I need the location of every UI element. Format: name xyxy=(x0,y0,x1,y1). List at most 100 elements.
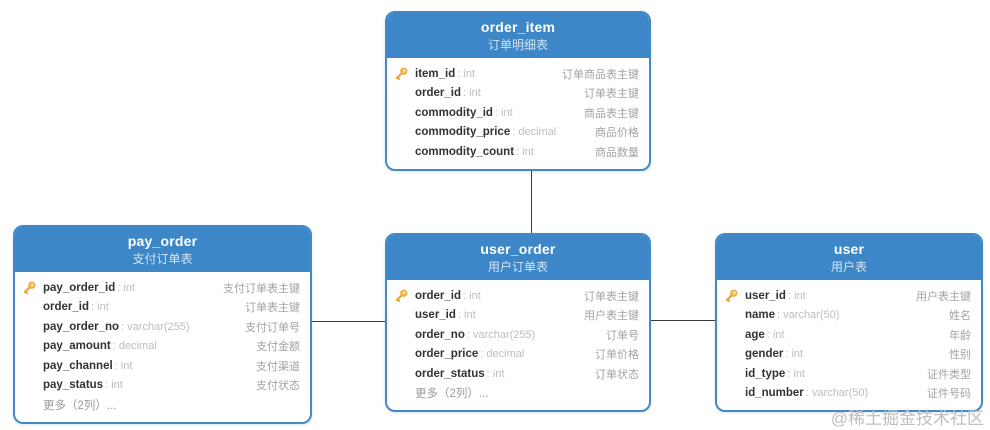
field-row-order_price[interactable]: order_price: decimal 订单价格 xyxy=(387,345,649,365)
field-comment: 商品表主键 xyxy=(584,107,639,120)
field-type: : varchar(50) xyxy=(777,309,840,322)
field-type: : int xyxy=(463,87,481,100)
field-row-pay_order_id[interactable]: pay_order_id: int 支付订单表主键 xyxy=(15,278,310,298)
field-comment: 支付渠道 xyxy=(256,360,300,373)
field-type: : int xyxy=(494,106,513,119)
field-type: : int xyxy=(516,145,534,158)
field-row-commodity_id[interactable]: commodity_id: int 商品表主键 xyxy=(387,103,649,123)
relationship-line-orderitem-userorder[interactable] xyxy=(531,163,532,235)
field-row-order_id[interactable]: order_id: int 订单表主键 xyxy=(15,298,310,318)
field-comment: 证件号码 xyxy=(927,388,971,401)
field-type: : int xyxy=(117,281,135,294)
field-type: : decimal xyxy=(480,348,525,361)
field-comment: 支付状态 xyxy=(256,380,300,393)
field-row-pay_status[interactable]: pay_status: int 支付状态 xyxy=(15,376,310,396)
field-comment: 性别 xyxy=(949,349,971,362)
field-comment: 证件类型 xyxy=(927,368,971,381)
more-columns-row[interactable]: 更多（2列）... xyxy=(387,384,649,404)
field-type: : int xyxy=(114,359,133,372)
field-row-pay_order_no[interactable]: pay_order_no: varchar(255) 支付订单号 xyxy=(15,317,310,337)
field-name: 更多（2列）... xyxy=(43,399,117,412)
field-name: gender xyxy=(745,348,784,361)
field-comment: 姓名 xyxy=(949,310,971,323)
table-header[interactable]: user_order 用户订单表 xyxy=(387,235,649,280)
field-name: item_id xyxy=(415,67,456,80)
field-name: order_id xyxy=(43,301,90,314)
field-comment: 用户表主键 xyxy=(916,290,971,303)
field-row-item_id[interactable]: item_id: int 订单商品表主键 xyxy=(387,64,649,84)
field-type: : int xyxy=(105,379,123,392)
field-row-pay_channel[interactable]: pay_channel: int 支付渠道 xyxy=(15,356,310,376)
field-comment: 订单号 xyxy=(606,329,639,342)
field-row-name[interactable]: name: varchar(50) 姓名 xyxy=(717,306,981,326)
field-comment: 支付订单表主键 xyxy=(223,282,300,295)
field-name: pay_order_id xyxy=(43,281,116,294)
field-type: : int xyxy=(785,348,804,361)
field-comment: 订单价格 xyxy=(595,349,639,362)
field-name: id_number xyxy=(745,387,804,400)
field-type: : varchar(50) xyxy=(805,387,869,400)
field-comment: 订单表主键 xyxy=(245,302,300,315)
field-type: : varchar(255) xyxy=(121,320,190,333)
table-header[interactable]: user 用户表 xyxy=(717,235,981,280)
table-title: user xyxy=(833,241,865,257)
field-name: pay_order_no xyxy=(43,320,120,333)
field-name: commodity_id xyxy=(415,106,493,119)
field-comment: 商品价格 xyxy=(595,127,639,140)
field-row-gender[interactable]: gender: int 性别 xyxy=(717,345,981,365)
table-subtitle: 支付订单表 xyxy=(132,252,193,266)
field-name: 更多（2列）... xyxy=(415,388,489,401)
table-title: pay_order xyxy=(127,233,198,249)
field-name: name xyxy=(745,309,776,322)
field-comment: 年龄 xyxy=(949,329,971,342)
field-name: commodity_price xyxy=(415,126,511,139)
field-name: user_id xyxy=(745,289,786,302)
field-name: pay_channel xyxy=(43,359,113,372)
field-row-order_no[interactable]: order_no: varchar(255)订单号 xyxy=(387,325,649,345)
field-comment: 支付订单号 xyxy=(245,321,300,334)
field-comment: 订单表主键 xyxy=(584,290,639,303)
field-comment: 订单商品表主键 xyxy=(562,68,639,81)
field-type: : int xyxy=(787,367,805,380)
field-row-user_id[interactable]: user_id: int 用户表主键 xyxy=(717,286,981,306)
field-type: : decimal xyxy=(112,340,157,353)
field-type: : int xyxy=(457,309,476,322)
table-title: order_item xyxy=(480,19,556,35)
table-subtitle: 订单明细表 xyxy=(487,38,548,52)
field-name: order_id xyxy=(415,87,462,100)
field-name: order_id xyxy=(415,289,462,302)
field-type: : int xyxy=(787,289,806,302)
field-type: : int xyxy=(91,301,109,314)
more-columns-row[interactable]: 更多（2列）... xyxy=(15,395,310,415)
field-name: order_price xyxy=(415,348,479,361)
table-header[interactable]: pay_order 支付订单表 xyxy=(15,227,310,272)
field-name: id_type xyxy=(745,367,786,380)
relationship-line-userorder-user[interactable] xyxy=(645,320,717,321)
field-type: : int xyxy=(486,367,505,380)
field-name: commodity_count xyxy=(415,145,515,158)
primary-key-icon xyxy=(394,289,415,303)
relationship-line-payorder-userorder[interactable] xyxy=(306,321,387,322)
field-row-id_number[interactable]: id_number: varchar(50) 证件号码 xyxy=(717,384,981,404)
field-name: pay_status xyxy=(43,379,104,392)
field-comment: 订单状态 xyxy=(595,368,639,381)
table-header[interactable]: order_item 订单明细表 xyxy=(387,13,649,58)
field-row-order_id[interactable]: order_id: int 订单表主键 xyxy=(387,84,649,104)
field-row-id_type[interactable]: id_type: int 证件类型 xyxy=(717,364,981,384)
field-type: : int xyxy=(457,67,475,80)
field-comment: 订单表主键 xyxy=(584,88,639,101)
